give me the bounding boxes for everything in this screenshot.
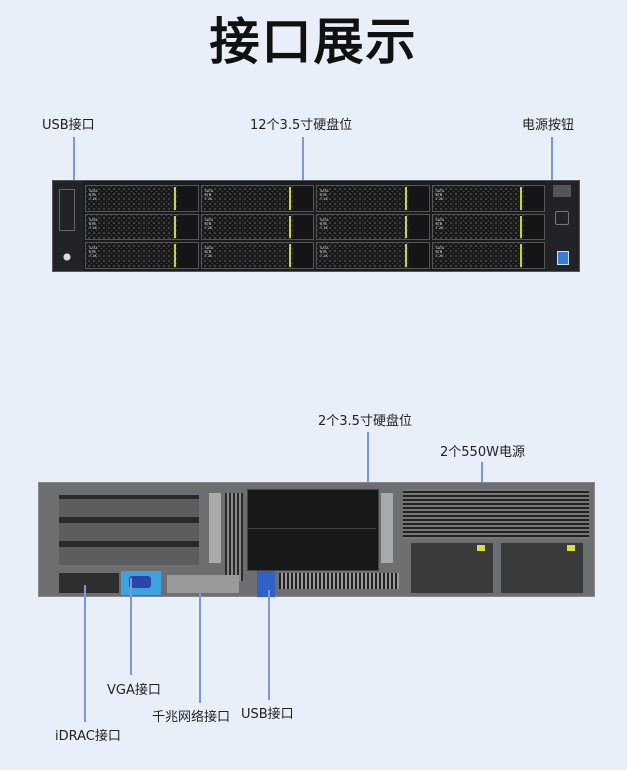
network-ports	[167, 575, 239, 593]
drive-latch	[289, 187, 291, 210]
rear-usb-label: USB接口	[241, 707, 294, 722]
power-button-icon[interactable]	[555, 211, 569, 225]
drive-latch	[289, 244, 291, 267]
page-title: 接口展示	[209, 13, 418, 71]
idrac-ports	[59, 573, 119, 593]
drive-latch	[289, 215, 291, 239]
drive-tag: SATA 8TB 7.2K	[320, 189, 329, 201]
drive-handle	[408, 186, 429, 211]
drive-tag: SATA 8TB 7.2K	[89, 217, 98, 230]
vga-port	[121, 571, 161, 595]
drive-handle	[293, 243, 313, 268]
rear-drive-bays	[247, 489, 379, 571]
front-bays-label: 12个3.5寸硬盘位	[250, 118, 353, 133]
drive-bay: SATA 8TB 7.2K	[316, 185, 430, 212]
drive-bay: SATA 8TB 7.2K	[431, 213, 545, 241]
drive-tag: SATA 8TB 7.2K	[204, 217, 214, 230]
drive-handle	[524, 243, 544, 268]
right-ear	[545, 181, 579, 271]
rear-drive-bay	[248, 490, 376, 529]
pcie-slots	[59, 495, 199, 565]
drive-tag: SATA 8TB 7.2K	[320, 217, 329, 230]
psu-2	[501, 543, 583, 593]
drive-bays: SATA 8TB 7.2K SATA 8TB 7.2K SATA 8TB 7.2K S…	[85, 185, 545, 269]
server-rear-image	[38, 482, 595, 597]
drive-latch	[404, 244, 407, 267]
display-icon	[553, 185, 571, 197]
psu-latch-icon	[477, 545, 485, 551]
slot-latch	[209, 493, 221, 563]
logo-icon	[58, 251, 76, 263]
drive-bay: SATA 8TB 7.2K	[431, 242, 545, 269]
vent	[225, 493, 243, 581]
drive-latch	[173, 187, 176, 210]
idrac-pointer	[84, 585, 86, 722]
drive-bay: SATA 8TB 7.2K	[200, 185, 314, 212]
drive-tag: SATA 8TB 7.2K	[89, 246, 98, 259]
drive-tag: SATA 8TB 7.2K	[204, 246, 214, 259]
rear-bays-pointer	[367, 432, 369, 512]
drive-tag: SATA 8TB 7.2K	[435, 246, 445, 259]
psu-label: 2个550W电源	[440, 445, 525, 460]
drive-handle	[293, 186, 313, 211]
drive-latch	[520, 187, 522, 210]
psu-vent	[403, 489, 589, 539]
drive-handle	[177, 243, 198, 268]
vga-connector-icon	[129, 576, 151, 588]
drive-latch	[404, 187, 407, 210]
vga-pointer	[130, 578, 132, 675]
drive-tag: SATA 8TB 7.2K	[320, 246, 329, 259]
drive-tag: SATA 8TB 7.2K	[89, 189, 98, 201]
usb-port-icon	[59, 189, 75, 231]
drive-bay: SATA 8TB 7.2K	[85, 185, 199, 212]
network-pointer	[199, 590, 201, 703]
power-button-pointer	[551, 137, 553, 182]
drive-latch	[173, 215, 176, 239]
drive-handle	[408, 243, 429, 268]
psu-1	[411, 543, 493, 593]
drive-bay: SATA 8TB 7.2K	[316, 213, 430, 241]
drive-bay: SATA 8TB 7.2K	[85, 242, 199, 269]
drive-tag: SATA 8TB 7.2K	[435, 189, 445, 201]
server-front-image: SATA 8TB 7.2K SATA 8TB 7.2K SATA 8TB 7.2K S…	[52, 180, 580, 272]
drive-bay: SATA 8TB 7.2K	[431, 185, 545, 212]
drive-latch	[520, 215, 522, 239]
psu-latch-icon	[567, 545, 575, 551]
front-usb-pointer	[73, 137, 75, 182]
drive-latch	[520, 244, 522, 267]
drive-latch	[404, 215, 407, 239]
vga-label: VGA接口	[107, 683, 161, 698]
drive-handle	[408, 214, 429, 240]
drive-bay: SATA 8TB 7.2K	[200, 213, 314, 241]
slot-latch	[381, 493, 393, 563]
sticker-icon	[557, 251, 569, 265]
drive-tag: SATA 8TB 7.2K	[204, 189, 214, 201]
drive-bay: SATA 8TB 7.2K	[85, 213, 199, 241]
drive-bay: SATA 8TB 7.2K	[316, 242, 430, 269]
left-ear	[53, 181, 83, 271]
rear-usb-port	[257, 571, 275, 597]
idrac-label: iDRAC接口	[55, 729, 121, 744]
drive-latch	[173, 244, 176, 267]
drive-handle	[524, 186, 544, 211]
drive-tag: SATA 8TB 7.2K	[435, 217, 445, 230]
drive-handle	[293, 214, 313, 240]
front-usb-label: USB接口	[42, 118, 95, 133]
drive-handle	[177, 186, 198, 211]
power-button-label: 电源按钮	[522, 118, 575, 133]
drive-bay: SATA 8TB 7.2K	[200, 242, 314, 269]
network-label: 千兆网络接口	[152, 710, 231, 725]
drive-handle	[524, 214, 544, 240]
drive-handle	[177, 214, 198, 240]
low-profile-slot	[279, 573, 399, 589]
rear-usb-pointer	[268, 590, 270, 700]
rear-bays-label: 2个3.5寸硬盘位	[318, 414, 412, 429]
front-bays-pointer	[302, 137, 304, 215]
